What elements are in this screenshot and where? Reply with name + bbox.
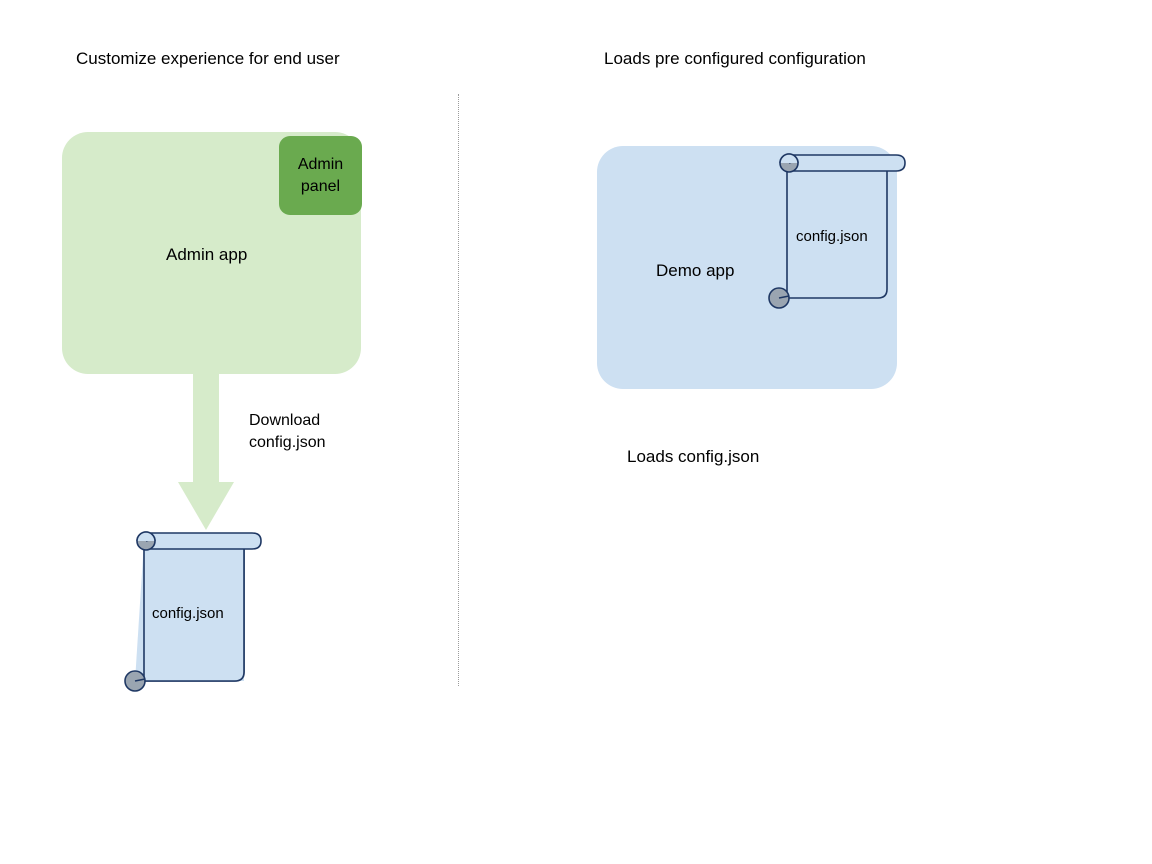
- download-arrow-label-line2: config.json: [249, 434, 326, 452]
- config-json-document-right: [768, 153, 906, 309]
- column-divider: [458, 94, 459, 686]
- admin-panel-badge-line2: panel: [300, 177, 341, 195]
- admin-app-label: Admin app: [166, 245, 248, 264]
- download-arrow-label-line1: Download: [249, 412, 321, 429]
- download-arrow-icon: [178, 372, 234, 530]
- config-json-document-left: [124, 531, 262, 692]
- download-arrow-label: Download config.json: [249, 410, 326, 454]
- admin-panel-badge[interactable]: Admin panel: [279, 136, 362, 215]
- right-column-title: Loads pre configured configuration: [604, 49, 866, 68]
- left-column-title: Customize experience for end user: [76, 49, 340, 68]
- admin-panel-badge-line1: Admin: [297, 155, 344, 173]
- config-json-label-left: config.json: [152, 605, 224, 622]
- loads-config-caption: Loads config.json: [627, 447, 760, 466]
- demo-app-label: Demo app: [656, 261, 735, 280]
- config-json-label-right: config.json: [796, 228, 868, 245]
